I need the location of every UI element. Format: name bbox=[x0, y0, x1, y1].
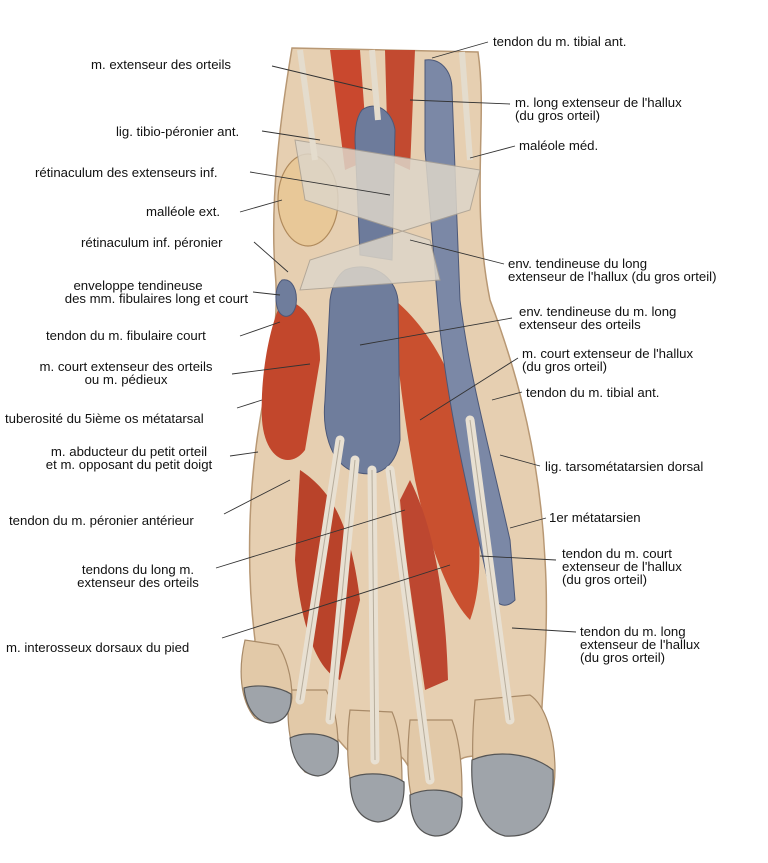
label-env-ext-orteils: env. tendineuse du m. long extenseur des… bbox=[519, 305, 676, 331]
label-env-long-hallux-line2: extenseur de l'hallux (du gros orteil) bbox=[508, 269, 717, 284]
label-tendons-long-ext-line1: tendons du long m. bbox=[81, 562, 195, 577]
label-malleole-ext: malléole ext. bbox=[146, 204, 221, 219]
extensor-retinaculum bbox=[294, 139, 481, 291]
label-long-extensor-hallux-line1: m. long extenseur de l'hallux bbox=[515, 95, 682, 110]
label-court-ext-hallux-line2: (du gros orteil) bbox=[522, 359, 608, 374]
label-abducteur-line1: m. abducteur du petit orteil bbox=[50, 444, 208, 459]
label-court-ext-hallux: m. court extenseur de l'hallux (du gros … bbox=[522, 347, 693, 373]
label-tendon-long-hallux-line2: extenseur de l'hallux bbox=[580, 637, 700, 652]
label-tendon-court-hallux-line3: (du gros orteil) bbox=[562, 572, 648, 587]
label-malleole-med: maléole méd. bbox=[519, 138, 599, 153]
label-abducteur: m. abducteur du petit orteil et m. oppos… bbox=[24, 445, 234, 471]
big-toe-nail bbox=[471, 753, 554, 837]
muscle-lateral bbox=[261, 300, 320, 460]
label-retinaculum-extenseurs: rétinaculum des extenseurs inf. bbox=[35, 165, 218, 180]
label-tendons-long-ext-line2: extenseur des orteils bbox=[77, 575, 199, 590]
label-court-ext-orteils: m. court extenseur des orteils ou m. péd… bbox=[21, 360, 231, 386]
label-tendon-peronier-ant: tendon du m. péronier antérieur bbox=[9, 513, 194, 528]
label-tuberosite: tuberosité du 5ième os métatarsal bbox=[5, 411, 204, 426]
label-1er-metatarsien: 1er métatarsien bbox=[549, 510, 641, 525]
label-lig-tarsometatarsien: lig. tarsométatarsien dorsal bbox=[545, 459, 704, 474]
label-tendon-court-hallux-line2: extenseur de l'hallux bbox=[562, 559, 682, 574]
label-env-ext-orteils-line2: extenseur des orteils bbox=[519, 317, 641, 332]
label-env-long-hallux-line1: env. tendineuse du long bbox=[508, 256, 648, 271]
muscle-medial bbox=[395, 300, 480, 620]
label-long-extensor-hallux: m. long extenseur de l'hallux (du gros o… bbox=[515, 96, 682, 122]
label-long-extensor-hallux-line2: (du gros orteil) bbox=[515, 108, 601, 123]
toe-4-nail bbox=[289, 733, 339, 777]
label-env-long-hallux: env. tendineuse du long extenseur de l'h… bbox=[508, 257, 717, 283]
label-interosseux: m. interosseux dorsaux du pied bbox=[6, 640, 190, 655]
label-env-fibulaires-line1: enveloppe tendineuse bbox=[73, 278, 203, 293]
label-court-ext-hallux-line1: m. court extenseur de l'hallux bbox=[522, 346, 694, 361]
toe-2-nail bbox=[409, 789, 463, 837]
label-tendon-long-hallux: tendon du m. long extenseur de l'hallux … bbox=[580, 625, 700, 664]
label-retinaculum-peronier: rétinaculum inf. péronier bbox=[81, 235, 223, 250]
label-court-ext-orteils-line1: m. court extenseur des orteils bbox=[39, 359, 213, 374]
label-abducteur-line2: et m. opposant du petit doigt bbox=[45, 457, 213, 472]
label-tendon-long-hallux-line1: tendon du m. long bbox=[580, 624, 686, 639]
label-court-ext-orteils-line2: ou m. pédieux bbox=[84, 372, 168, 387]
leader-lines bbox=[215, 41, 577, 639]
label-env-ext-orteils-line1: env. tendineuse du m. long bbox=[519, 304, 677, 319]
toe-5-nail bbox=[243, 685, 292, 724]
label-env-fibulaires-line2: des mm. fibulaires long et court bbox=[64, 291, 248, 306]
label-tendon-court-hallux-line1: tendon du m. court bbox=[562, 546, 672, 561]
label-env-fibulaires: enveloppe tendineuse des mm. fibulaires … bbox=[28, 279, 248, 305]
label-extensor-orteils: m. extenseur des orteils bbox=[91, 57, 231, 72]
label-lig-tibio-peronier: lig. tibio-péronier ant. bbox=[116, 124, 240, 139]
label-tendon-court-hallux: tendon du m. court extenseur de l'hallux… bbox=[562, 547, 682, 586]
toe-3-nail bbox=[349, 773, 405, 823]
label-tendon-tibial-ant-top: tendon du m. tibial ant. bbox=[493, 34, 627, 49]
label-tendon-long-hallux-line3: (du gros orteil) bbox=[580, 650, 666, 665]
label-tendons-long-ext: tendons du long m. extenseur des orteils bbox=[58, 563, 218, 589]
sheath-fibular bbox=[275, 279, 297, 317]
label-tendon-fibulaire-court: tendon du m. fibulaire court bbox=[46, 328, 206, 343]
label-tendon-tibial-ant-mid: tendon du m. tibial ant. bbox=[526, 385, 660, 400]
muscle-interosseous-2 bbox=[400, 480, 448, 690]
